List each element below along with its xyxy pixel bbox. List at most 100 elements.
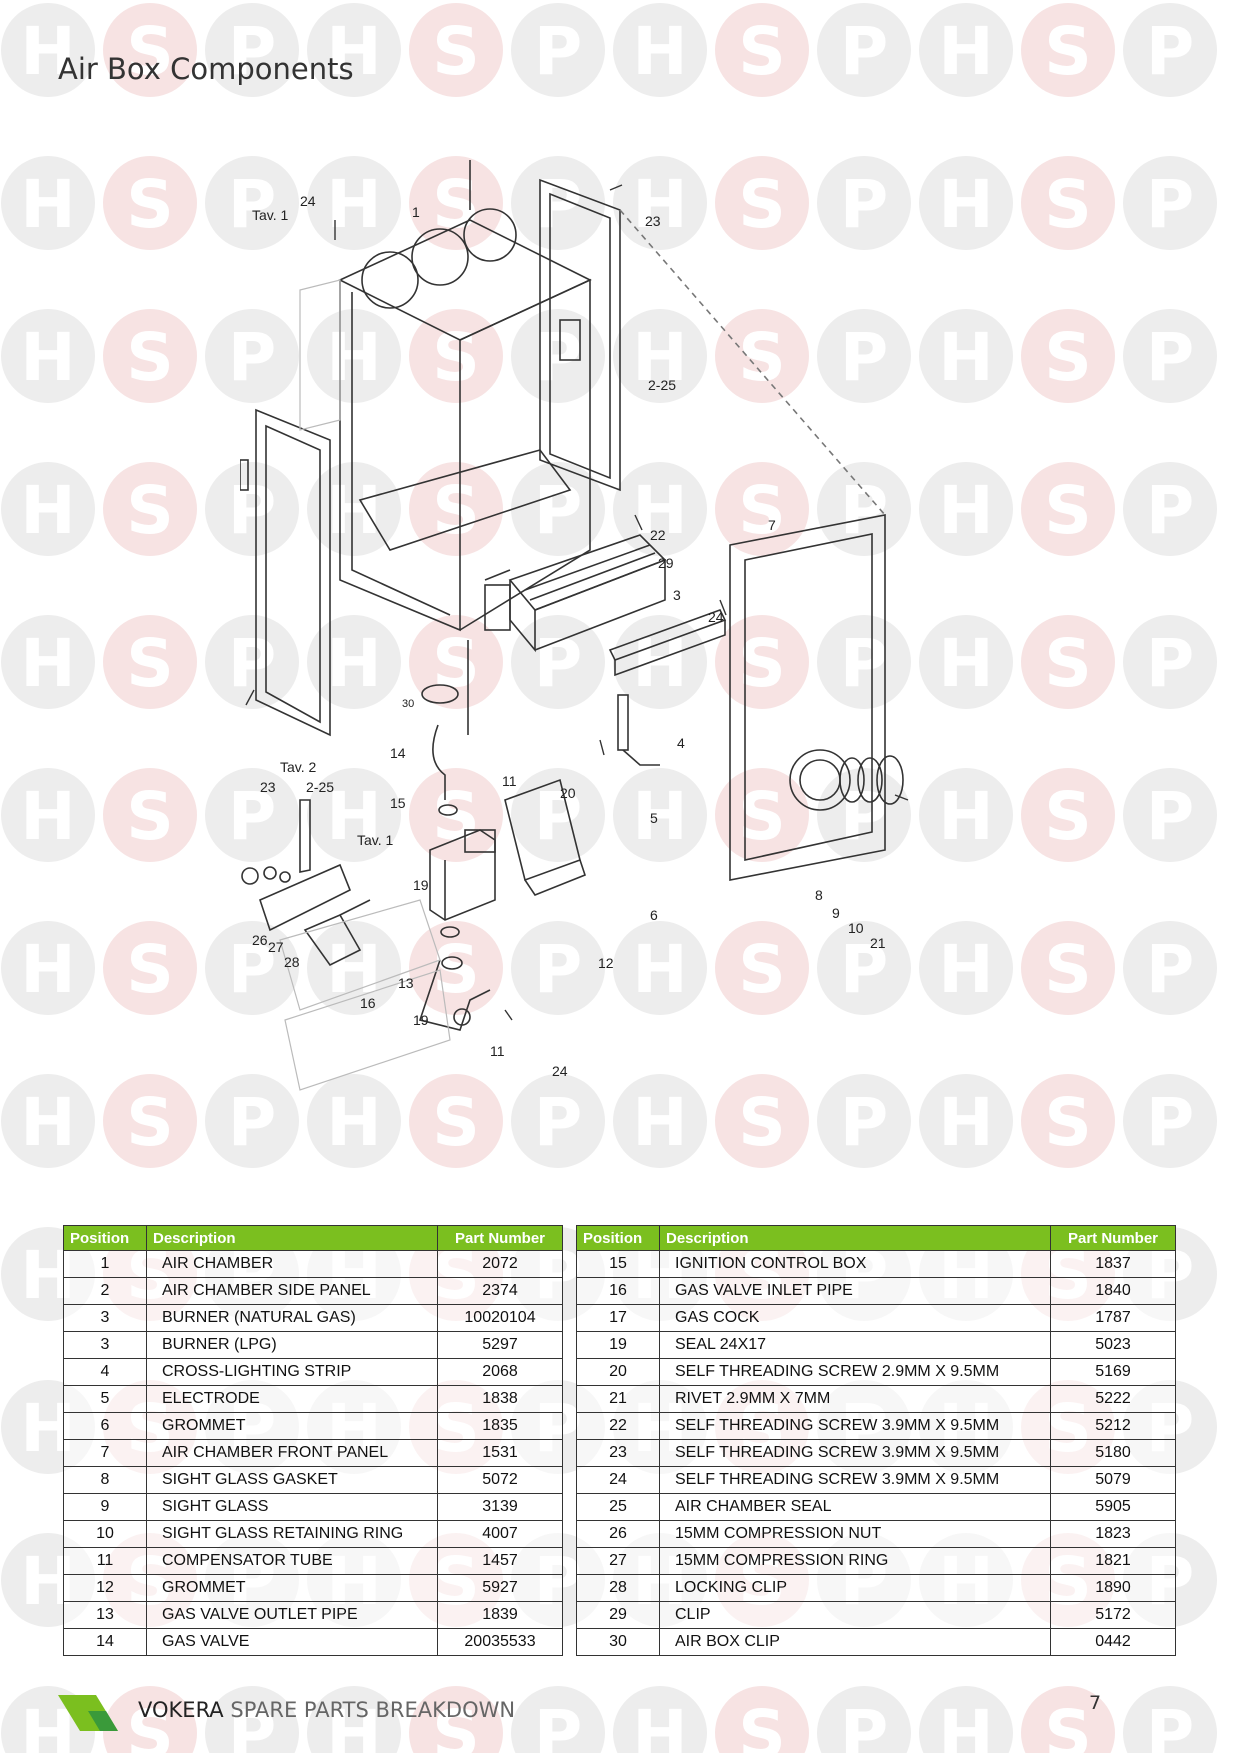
cell-position: 3: [63, 1331, 147, 1359]
watermark-letter: S: [1044, 625, 1092, 702]
watermark-letter: P: [534, 1696, 582, 1753]
cell-description: SIGHT GLASS RETAINING RING: [146, 1520, 438, 1548]
cell-part-number: 1823: [1050, 1520, 1176, 1548]
cell-part-number: 10020104: [437, 1304, 563, 1332]
callout-label: 29: [658, 555, 674, 571]
cell-description: BURNER (NATURAL GAS): [146, 1304, 438, 1332]
callout-label: 19: [413, 877, 429, 893]
callout-label: 24: [552, 1063, 568, 1079]
watermark-circle: [817, 3, 911, 97]
gas-valve-drawing: [429, 829, 496, 921]
reference-label: Tav. 2: [280, 759, 317, 775]
watermark-letter: S: [1044, 1084, 1092, 1161]
watermark-circle: [1, 462, 95, 556]
cell-description: SELF THREADING SCREW 3.9MM X 9.5MM: [659, 1439, 1051, 1467]
callout-label: 4: [677, 735, 685, 751]
cell-description: ELECTRODE: [146, 1385, 438, 1413]
callout-label: 16: [360, 995, 376, 1011]
watermark-letter: S: [126, 472, 174, 549]
cell-position: 9: [63, 1493, 147, 1521]
watermark-circle: [1123, 1686, 1217, 1753]
cell-position: 22: [576, 1412, 660, 1440]
watermark-letter: P: [1146, 931, 1194, 1008]
watermark-circle: [511, 3, 605, 97]
page-number: 7: [1089, 1692, 1102, 1714]
cell-description: SELF THREADING SCREW 3.9MM X 9.5MM: [659, 1412, 1051, 1440]
cell-description: RIVET 2.9MM X 7MM: [659, 1385, 1051, 1413]
cell-position: 13: [63, 1601, 147, 1629]
cell-part-number: 5023: [1050, 1331, 1176, 1359]
cell-position: 10: [63, 1520, 147, 1548]
callout-label: 13: [398, 975, 414, 991]
cell-position: 2: [63, 1277, 147, 1305]
column-header-position: Position: [63, 1225, 147, 1251]
cell-part-number: 0442: [1050, 1628, 1176, 1656]
cell-part-number: 5172: [1050, 1601, 1176, 1629]
callout-label: 20: [560, 785, 576, 801]
watermark-letter: H: [632, 1696, 687, 1753]
cell-position: 20: [576, 1358, 660, 1386]
cell-position: 12: [63, 1574, 147, 1602]
table-header-row: Position Description Part Number: [63, 1225, 563, 1251]
cell-part-number: 5180: [1050, 1439, 1176, 1467]
cell-description: 15MM COMPRESSION NUT: [659, 1520, 1051, 1548]
cell-description: SIGHT GLASS: [146, 1493, 438, 1521]
watermark-circle: [103, 921, 197, 1015]
cell-position: 1: [63, 1250, 147, 1278]
gas-valve-inlet-pipe-drawing: [418, 956, 491, 1031]
cell-part-number: 5212: [1050, 1412, 1176, 1440]
watermark-letter: S: [1044, 931, 1092, 1008]
callout-label: 24: [300, 193, 316, 209]
column-header-description: Description: [659, 1225, 1051, 1251]
watermark-letter: S: [1044, 13, 1092, 90]
callout-label: 3: [673, 587, 681, 603]
watermark-letter: H: [938, 1696, 993, 1753]
watermark-circle: [919, 1686, 1013, 1753]
watermark-letter: S: [1044, 319, 1092, 396]
cell-description: SELF THREADING SCREW 3.9MM X 9.5MM: [659, 1466, 1051, 1494]
watermark-letter: S: [126, 778, 174, 855]
cell-part-number: 20035533: [437, 1628, 563, 1656]
watermark-letter: H: [938, 13, 993, 90]
column-header-description: Description: [146, 1225, 438, 1251]
cell-position: 30: [576, 1628, 660, 1656]
watermark-circle: [613, 1686, 707, 1753]
callout-label: 11: [490, 1043, 505, 1059]
cell-description: 15MM COMPRESSION RING: [659, 1547, 1051, 1575]
watermark-circle: [919, 3, 1013, 97]
callout-label: 6: [650, 907, 658, 923]
side-panel-right-drawing: [539, 178, 621, 492]
cell-position: 19: [576, 1331, 660, 1359]
column-header-part-number: Part Number: [437, 1225, 563, 1251]
callout-label: 27: [268, 939, 284, 955]
callout-label: 26: [252, 932, 268, 948]
callout-label: 21: [870, 935, 886, 951]
watermark-circle: [103, 309, 197, 403]
cell-part-number: 1840: [1050, 1277, 1176, 1305]
cell-position: 3: [63, 1304, 147, 1332]
cell-part-number: 1531: [437, 1439, 563, 1467]
watermark-letter: S: [126, 319, 174, 396]
watermark-letter: P: [1146, 319, 1194, 396]
watermark-letter: H: [20, 625, 75, 702]
cell-position: 26: [576, 1520, 660, 1548]
cell-description: CLIP: [659, 1601, 1051, 1629]
watermark-circle: [715, 1686, 809, 1753]
cell-part-number: 1821: [1050, 1547, 1176, 1575]
cell-position: 14: [63, 1628, 147, 1656]
cell-position: 21: [576, 1385, 660, 1413]
